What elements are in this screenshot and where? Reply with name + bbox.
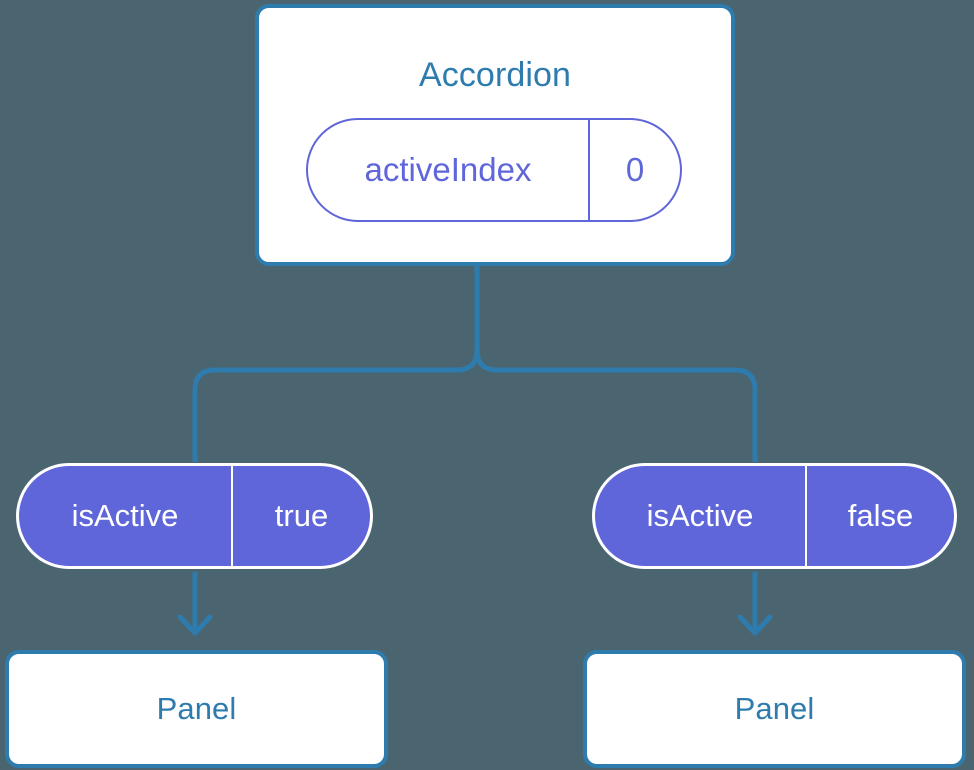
prop-pill-left-key: isActive: [19, 466, 233, 566]
panel-card-right-title: Panel: [734, 691, 815, 726]
panel-card-right[interactable]: Panel: [583, 650, 966, 768]
fork-line-right: [474, 349, 758, 462]
arrow-head-left: [177, 614, 213, 636]
prop-pill-right-value: false: [847, 498, 914, 533]
prop-pill-is-active-false[interactable]: isActive false: [592, 463, 957, 569]
panel-card-left-title: Panel: [156, 691, 237, 726]
accordion-card-title: Accordion: [418, 56, 572, 94]
fork-line-left: [192, 349, 480, 462]
state-pill-value: 0: [625, 151, 645, 188]
prop-pill-right-key: isActive: [595, 466, 807, 566]
state-pill-active-index[interactable]: activeIndex 0: [306, 118, 682, 222]
panel-card-left[interactable]: Panel: [5, 650, 388, 768]
prop-pill-left-value: true: [274, 498, 329, 533]
prop-pill-is-active-true[interactable]: isActive true: [16, 463, 373, 569]
arrow-head-right: [737, 614, 773, 636]
state-pill-key: activeIndex: [308, 120, 590, 220]
